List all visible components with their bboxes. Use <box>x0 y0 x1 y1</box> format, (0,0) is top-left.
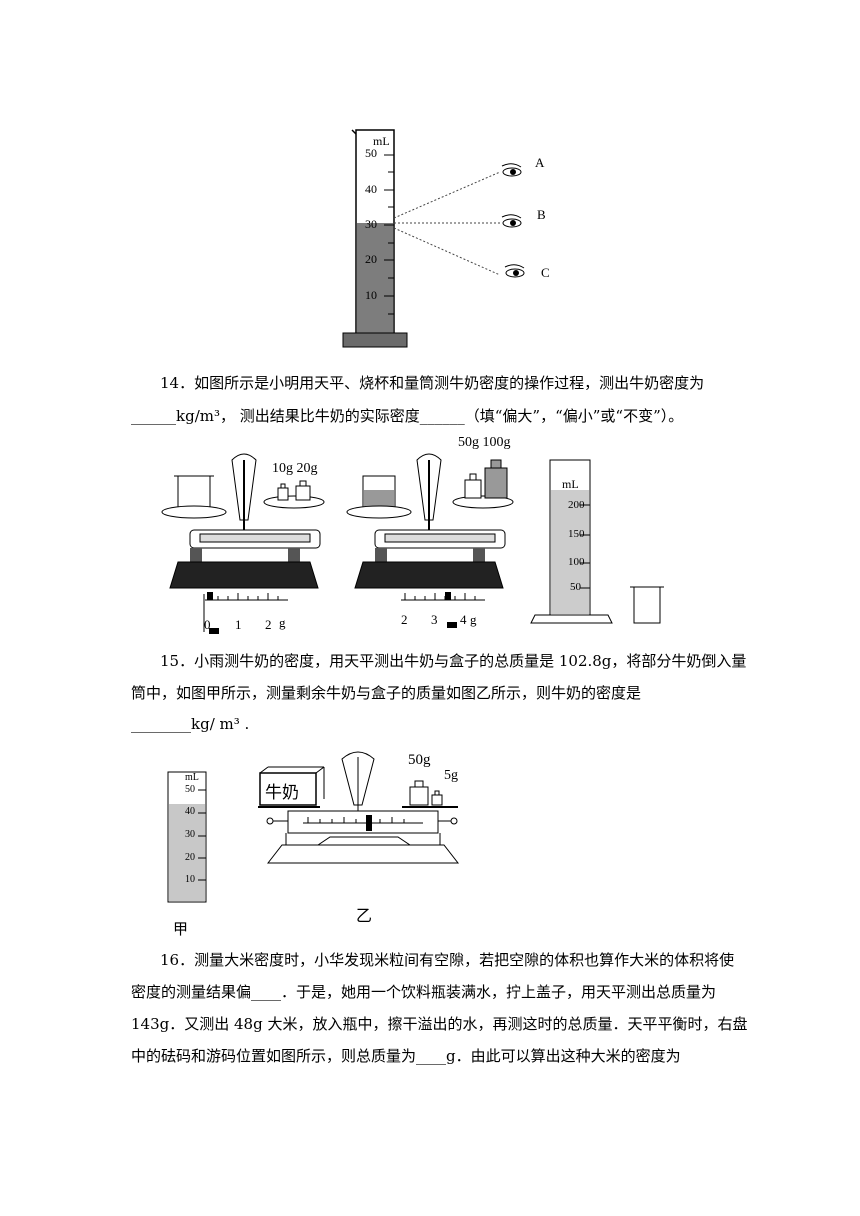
q16-line4: 中的砝码和游码位置如图所示，则总质量为____g．由此可以算出这种大米的密度为 <box>131 1047 681 1065</box>
fig2-scale-g: g <box>470 612 477 627</box>
cyl-jia-50: 50 <box>185 784 195 795</box>
tick-50: 50 <box>365 146 377 160</box>
cyl14-tick-200: 200 <box>568 499 585 511</box>
tick-40: 40 <box>365 182 377 196</box>
cyl14-tick-50: 50 <box>570 581 581 593</box>
fig2-scale-4: 4 <box>460 612 467 627</box>
balance-yi <box>258 751 460 864</box>
cyl14-unit: mL <box>562 477 579 491</box>
viewer-c-label: C <box>541 265 550 280</box>
viewer-b-label: B <box>537 207 546 222</box>
q15-line3: ________kg/ m³ . <box>131 715 250 733</box>
q16-line3: 143g．又测出 48g 大米，放入瓶中，擦干溢出的水，再测这时的总质量．天平平… <box>131 1015 748 1033</box>
label-jia: 甲 <box>173 920 189 938</box>
cyl14-tick-150: 150 <box>568 528 585 540</box>
cylinder-figure-q14 <box>530 459 664 624</box>
label-yi: 乙 <box>356 906 373 925</box>
cyl-jia-20: 20 <box>185 852 195 863</box>
fig1-scale-2: 2 <box>265 617 272 632</box>
balance-figure-1 <box>161 453 325 634</box>
fig2-scale-3: 3 <box>431 612 438 627</box>
fig2-weights: 50g 100g <box>458 435 511 450</box>
balance-figure-2 <box>346 453 514 628</box>
cyl-jia-10: 10 <box>185 874 195 885</box>
milk-box-label: 牛奶 <box>265 783 299 803</box>
fig1-scale-1: 1 <box>235 617 242 632</box>
q14-line1: 14．如图所示是小明用天平、烧杯和量筒测牛奶密度的操作过程，测出牛奶密度为 <box>160 374 705 392</box>
weight-5g: 5g <box>444 768 458 783</box>
q15-line2: 筒中，如图甲所示，测量剩余牛奶与盒子的质量如图乙所示，则牛奶的密度是 <box>131 684 642 702</box>
weight-50g: 50g <box>408 752 431 768</box>
cyl-jia-40: 40 <box>185 806 195 817</box>
viewer-a-label: A <box>535 155 545 170</box>
tick-10: 10 <box>365 288 377 302</box>
eye-icon-c <box>504 264 525 278</box>
fig2-scale-2: 2 <box>401 612 408 627</box>
q15-line1: 15．小雨测牛奶的密度，用天平测出牛奶与盒子的总质量是 102.8g，将部分牛奶… <box>160 652 747 670</box>
q16-line2: 密度的测量结果偏____．于是，她用一个饮料瓶装满水，拧上盖子，用天平测出总质量… <box>131 983 717 1001</box>
tick-30: 30 <box>365 217 377 231</box>
cyl-jia-30: 30 <box>185 829 195 840</box>
fig1-weights: 10g 20g <box>272 461 318 476</box>
cylinder-unit: mL <box>373 134 390 148</box>
q16-line1: 16．测量大米密度时，小华发现米粒间有空隙，若把空隙的体积也算作大米的体积将使 <box>160 951 735 969</box>
tick-20: 20 <box>365 252 377 266</box>
cyl-jia-unit: mL <box>185 772 199 783</box>
cylinder-jia <box>167 771 207 903</box>
fig1-scale-g: g <box>279 615 286 630</box>
cyl14-tick-100: 100 <box>568 556 585 568</box>
cylinder-reading-figure <box>342 129 525 348</box>
eye-icon-a <box>501 163 522 177</box>
q14-line2: ______kg/m³， 测出结果比牛奶的实际密度______（填“偏大”，“偏… <box>131 407 684 425</box>
eye-icon-b <box>501 214 522 228</box>
fig1-scale-0: 0 <box>204 617 211 632</box>
